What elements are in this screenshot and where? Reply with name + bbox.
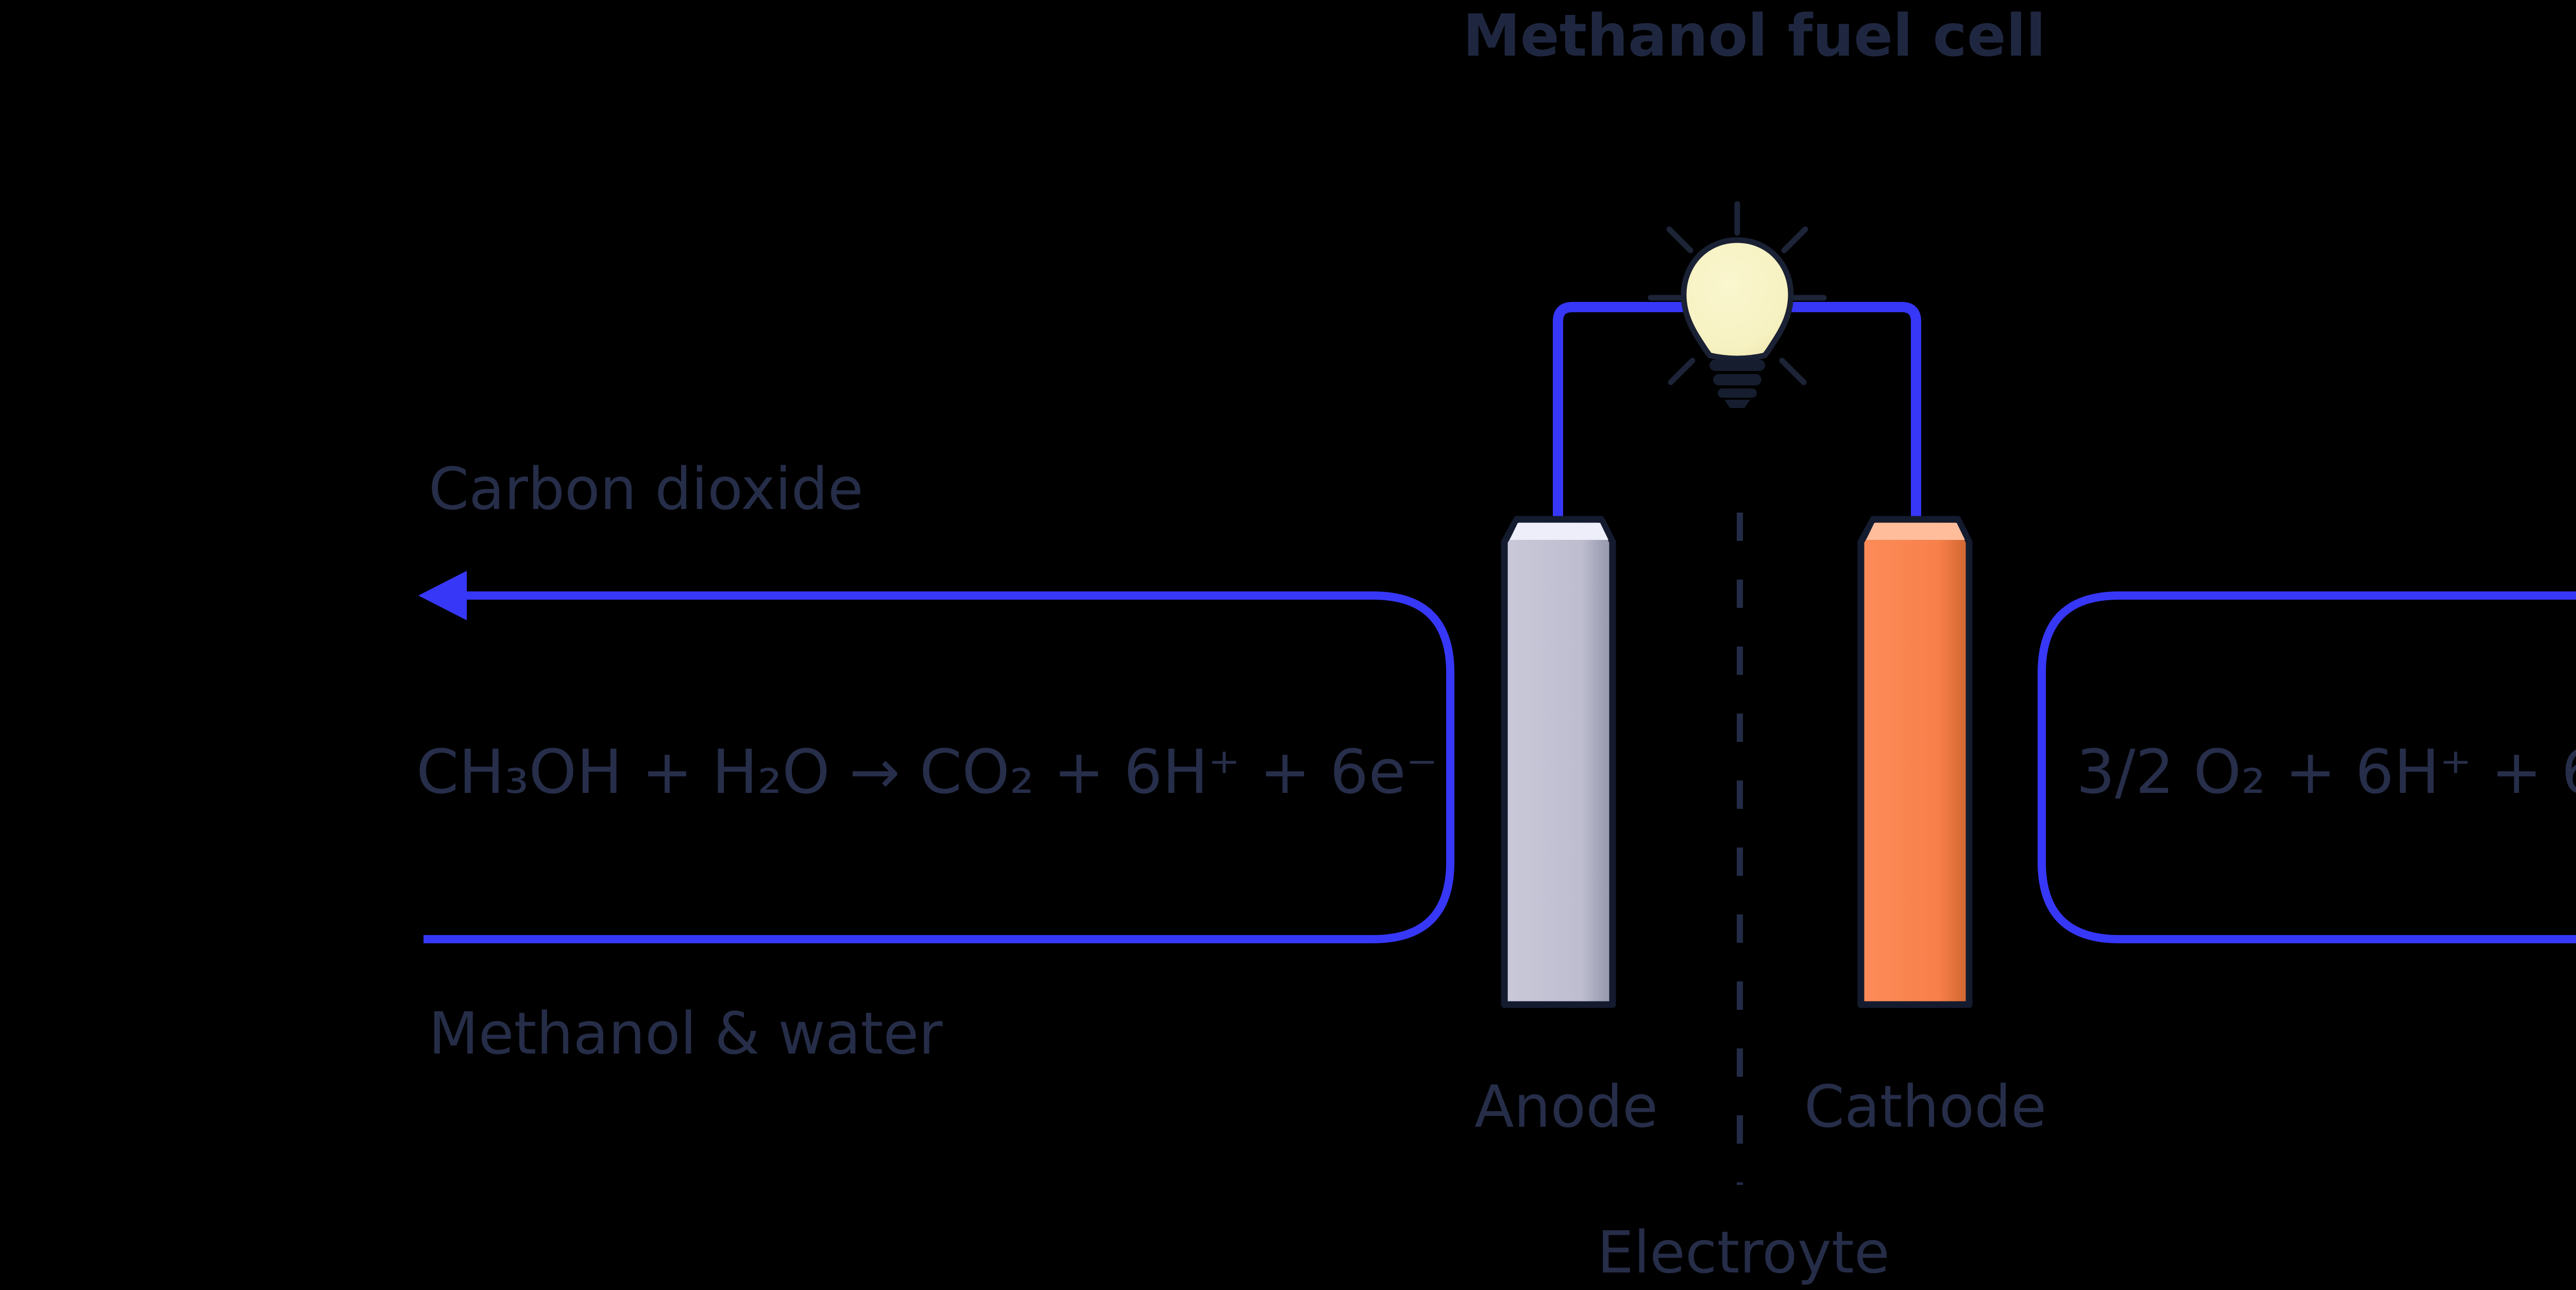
anode-reaction-equation: CH₃OH + H₂O → CO₂ + 6H⁺ + 6e⁻: [416, 736, 1438, 807]
carbon-dioxide-label: Carbon dioxide: [429, 456, 863, 523]
methanol-water-label: Methanol & water: [429, 1000, 943, 1067]
cathode-reaction-equation: 3/2 O₂ + 6H⁺ + 6e⁻ → 3H₂O: [2076, 736, 2576, 807]
cathode-electrode: [1857, 516, 1973, 1008]
left-flow-arrowhead-icon: [418, 571, 467, 620]
diagram-title: Methanol fuel cell: [1463, 3, 2046, 70]
right-flow-path: [2038, 591, 2576, 943]
bulb-rays: [1648, 201, 1827, 385]
left-flow-path: [423, 591, 1454, 943]
electrolyte-label: Electroyte: [1597, 1219, 1890, 1286]
cathode-label: Cathode: [1804, 1074, 2047, 1141]
anode-label: Anode: [1474, 1074, 1658, 1141]
anode-electrode: [1501, 516, 1616, 1008]
light-bulb-icon: [1648, 201, 1827, 408]
bulb-base: [1709, 360, 1765, 408]
bulb-glass: [1681, 237, 1794, 362]
